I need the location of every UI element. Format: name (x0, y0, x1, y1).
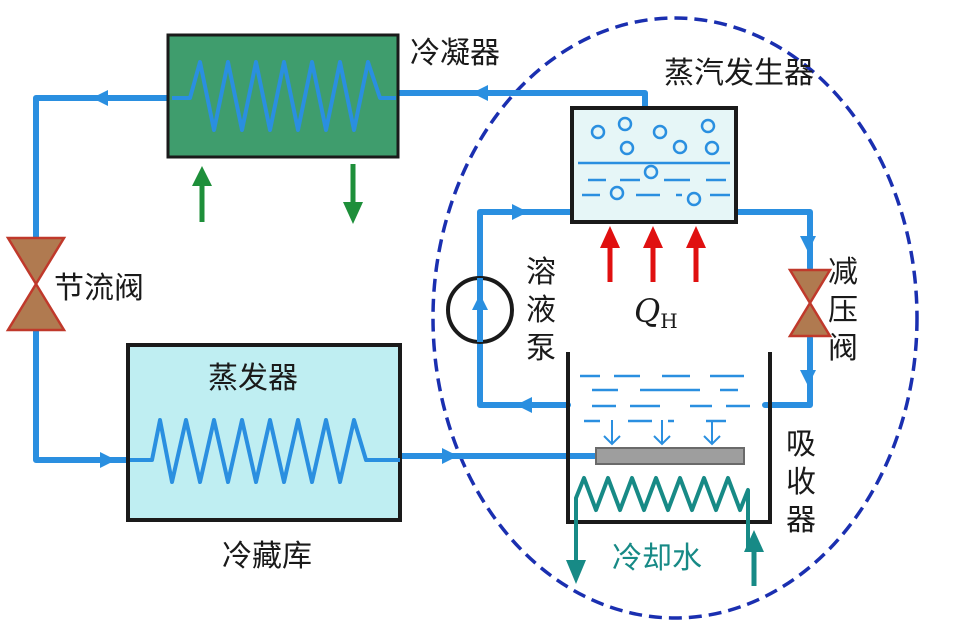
steam-generator-label: 蒸汽发生器 (664, 56, 814, 91)
pipe-condenser-to-throttle (33, 95, 171, 241)
heat-arrow (643, 226, 663, 282)
absorber-spray-arrows (603, 420, 721, 446)
flow-arrow (472, 294, 488, 310)
svg-text:吸: 吸 (786, 427, 816, 462)
generator-bubbles (590, 116, 720, 207)
svg-text:液: 液 (526, 293, 556, 328)
flow-arrow (472, 85, 488, 101)
throttle-valve (5, 236, 67, 332)
pressure-reducing-valve (787, 268, 833, 338)
pipe-generator-to-reducing-valve (733, 209, 813, 271)
absorber-vessel (566, 352, 772, 524)
cooling-water-coil (574, 476, 750, 560)
evaporator-label: 蒸发器 (208, 361, 298, 396)
svg-text:压: 压 (828, 293, 858, 328)
absorber-liquid-lines (580, 374, 750, 423)
flow-arrow (516, 397, 532, 413)
absorber-spray-tube (595, 447, 745, 465)
flow-arrow (100, 452, 116, 468)
condenser-label: 冷凝器 (410, 36, 500, 71)
evaporator-box (126, 343, 402, 522)
flow-arrow (442, 448, 458, 464)
svg-text:收: 收 (786, 465, 816, 500)
generator-absorber-boundary (431, 16, 919, 620)
condenser-box (166, 33, 400, 159)
svg-text:器: 器 (786, 503, 816, 538)
svg-text:溶: 溶 (526, 255, 556, 290)
heat-arrow (686, 226, 706, 282)
evaporator-coil (130, 418, 400, 484)
flow-arrow (512, 204, 528, 220)
condenser-water-out-arrow (343, 164, 363, 224)
svg-text:减: 减 (828, 255, 858, 290)
solution-pump-label: 溶 液 泵 (526, 255, 556, 366)
heat-input-label: QH (634, 292, 678, 333)
heat-arrow (600, 226, 620, 282)
pressure-reducing-valve-label: 减 压 阀 (828, 255, 858, 366)
pipe-reducing-valve-to-absorber (762, 335, 813, 408)
cooling-water-out-arrow (566, 560, 586, 584)
generator-liquid-lines (578, 161, 730, 197)
flow-arrow (800, 370, 816, 386)
heat-input-arrows (600, 226, 706, 282)
flow-arrows (92, 85, 816, 468)
absorber-label: 吸 收 器 (786, 427, 816, 538)
cooling-water-label: 冷却水 (612, 541, 702, 576)
svg-text:泵: 泵 (526, 331, 556, 366)
flow-arrow (92, 90, 108, 106)
svg-text:阀: 阀 (828, 331, 858, 366)
cold-storage-label: 冷藏库 (222, 539, 312, 574)
pipe-generator-to-condenser (387, 90, 648, 111)
refrigerant-pipes (33, 90, 813, 463)
cooling-water-in-arrow (744, 530, 764, 586)
throttle-valve-label: 节流阀 (54, 271, 144, 306)
flow-arrow (800, 236, 816, 252)
condenser-water-in-arrow (192, 166, 212, 222)
pipe-throttle-to-evaporator (33, 327, 133, 463)
condenser-coil (172, 60, 396, 132)
